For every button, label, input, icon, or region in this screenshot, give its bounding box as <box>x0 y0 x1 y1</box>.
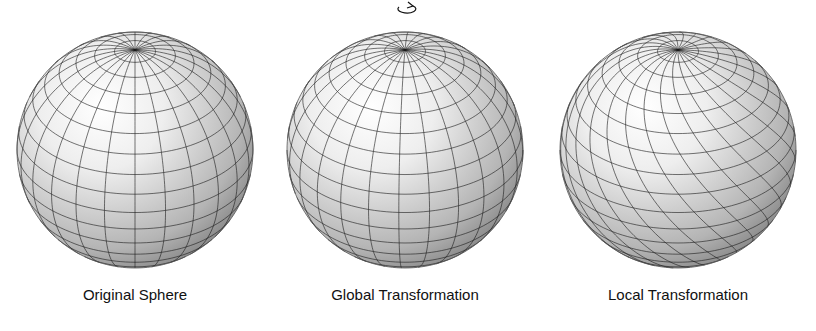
parallel-lines <box>287 32 523 267</box>
sphere <box>560 32 796 268</box>
rotation-arrowhead <box>407 2 413 8</box>
meridian-lines <box>288 32 523 268</box>
sphere-caption: Original Sphere <box>83 286 187 304</box>
sphere-body <box>560 32 796 268</box>
rotation-symbol <box>398 2 416 13</box>
sphere-outline <box>17 32 253 268</box>
meridian-lines <box>17 32 253 268</box>
sphere-body <box>17 32 253 268</box>
sphere-caption: Global Transformation <box>331 286 479 304</box>
sphere-body <box>287 32 523 268</box>
meridian-lines <box>561 32 796 268</box>
sphere-outline <box>560 32 796 268</box>
sphere-caption: Local Transformation <box>608 286 748 304</box>
sphere <box>17 32 253 268</box>
sphere-outline <box>287 32 523 268</box>
sphere <box>287 32 523 268</box>
sphere-group <box>17 32 796 268</box>
rotation-arc <box>398 6 416 13</box>
